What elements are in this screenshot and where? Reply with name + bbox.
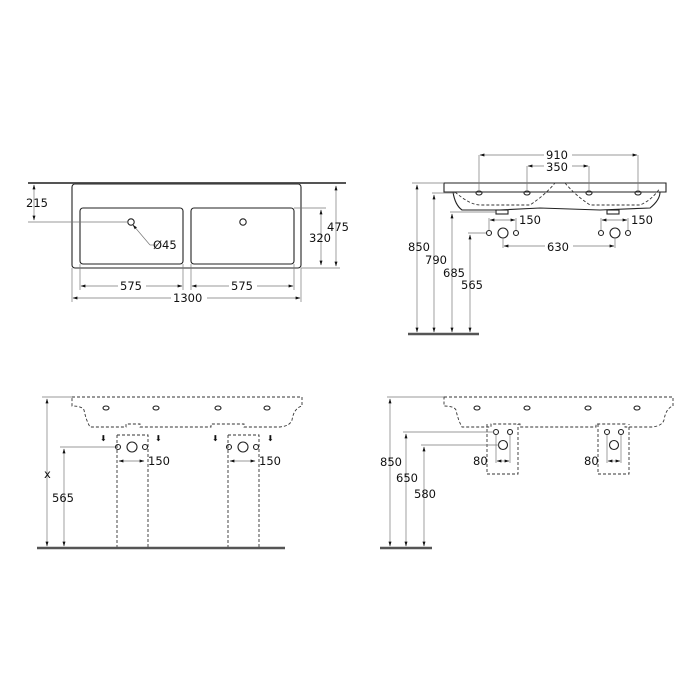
- dim-630: 630: [547, 240, 569, 254]
- dim-575-left: 575: [120, 279, 142, 293]
- dim-685: 685: [443, 266, 465, 280]
- dim-150-right: 150: [259, 454, 281, 468]
- dim-580: 580: [414, 487, 436, 501]
- dim-850: 850: [380, 455, 402, 469]
- dim-790: 790: [425, 253, 447, 267]
- dim-150-right: 150: [631, 213, 653, 227]
- pedestal-view: ⬇ ⬇ ⬇ ⬇ 150 150 x 565: [37, 396, 303, 550]
- basin-outline: [71, 183, 302, 269]
- dim-565: 565: [52, 491, 74, 505]
- dim-320: 320: [309, 231, 331, 245]
- dim-850: 850: [408, 240, 430, 254]
- svg-text:⬇: ⬇: [155, 434, 162, 443]
- dim-150-left: 150: [148, 454, 170, 468]
- drain-icon: [127, 218, 135, 226]
- svg-text:⬇: ⬇: [212, 434, 219, 443]
- svg-text:⬇: ⬇: [100, 434, 107, 443]
- dim-910: 910: [546, 148, 568, 162]
- dim-575-right: 575: [231, 279, 253, 293]
- left-bowl: [79, 207, 184, 265]
- svg-text:⬇: ⬇: [267, 434, 274, 443]
- dim-475: 475: [327, 220, 349, 234]
- dim-350: 350: [546, 160, 568, 174]
- dim-drain-diameter: Ø45: [153, 238, 177, 252]
- dim-1300: 1300: [173, 291, 202, 305]
- dim-80-left: 80: [473, 454, 488, 468]
- dim-80-right: 80: [584, 454, 599, 468]
- top-view: 215 Ø45 320 475 575 575 1300: [26, 182, 349, 305]
- dim-565: 565: [461, 278, 483, 292]
- dim-215: 215: [26, 196, 48, 210]
- dim-150-left: 150: [519, 213, 541, 227]
- front-view: 910 350 150 150 630: [408, 148, 667, 336]
- right-bowl: [190, 207, 295, 265]
- semi-pedestal-view: 80 80 850 650 580: [380, 396, 674, 550]
- dim-650: 650: [396, 471, 418, 485]
- dim-x: x: [44, 467, 51, 481]
- drain-icon: [239, 218, 247, 226]
